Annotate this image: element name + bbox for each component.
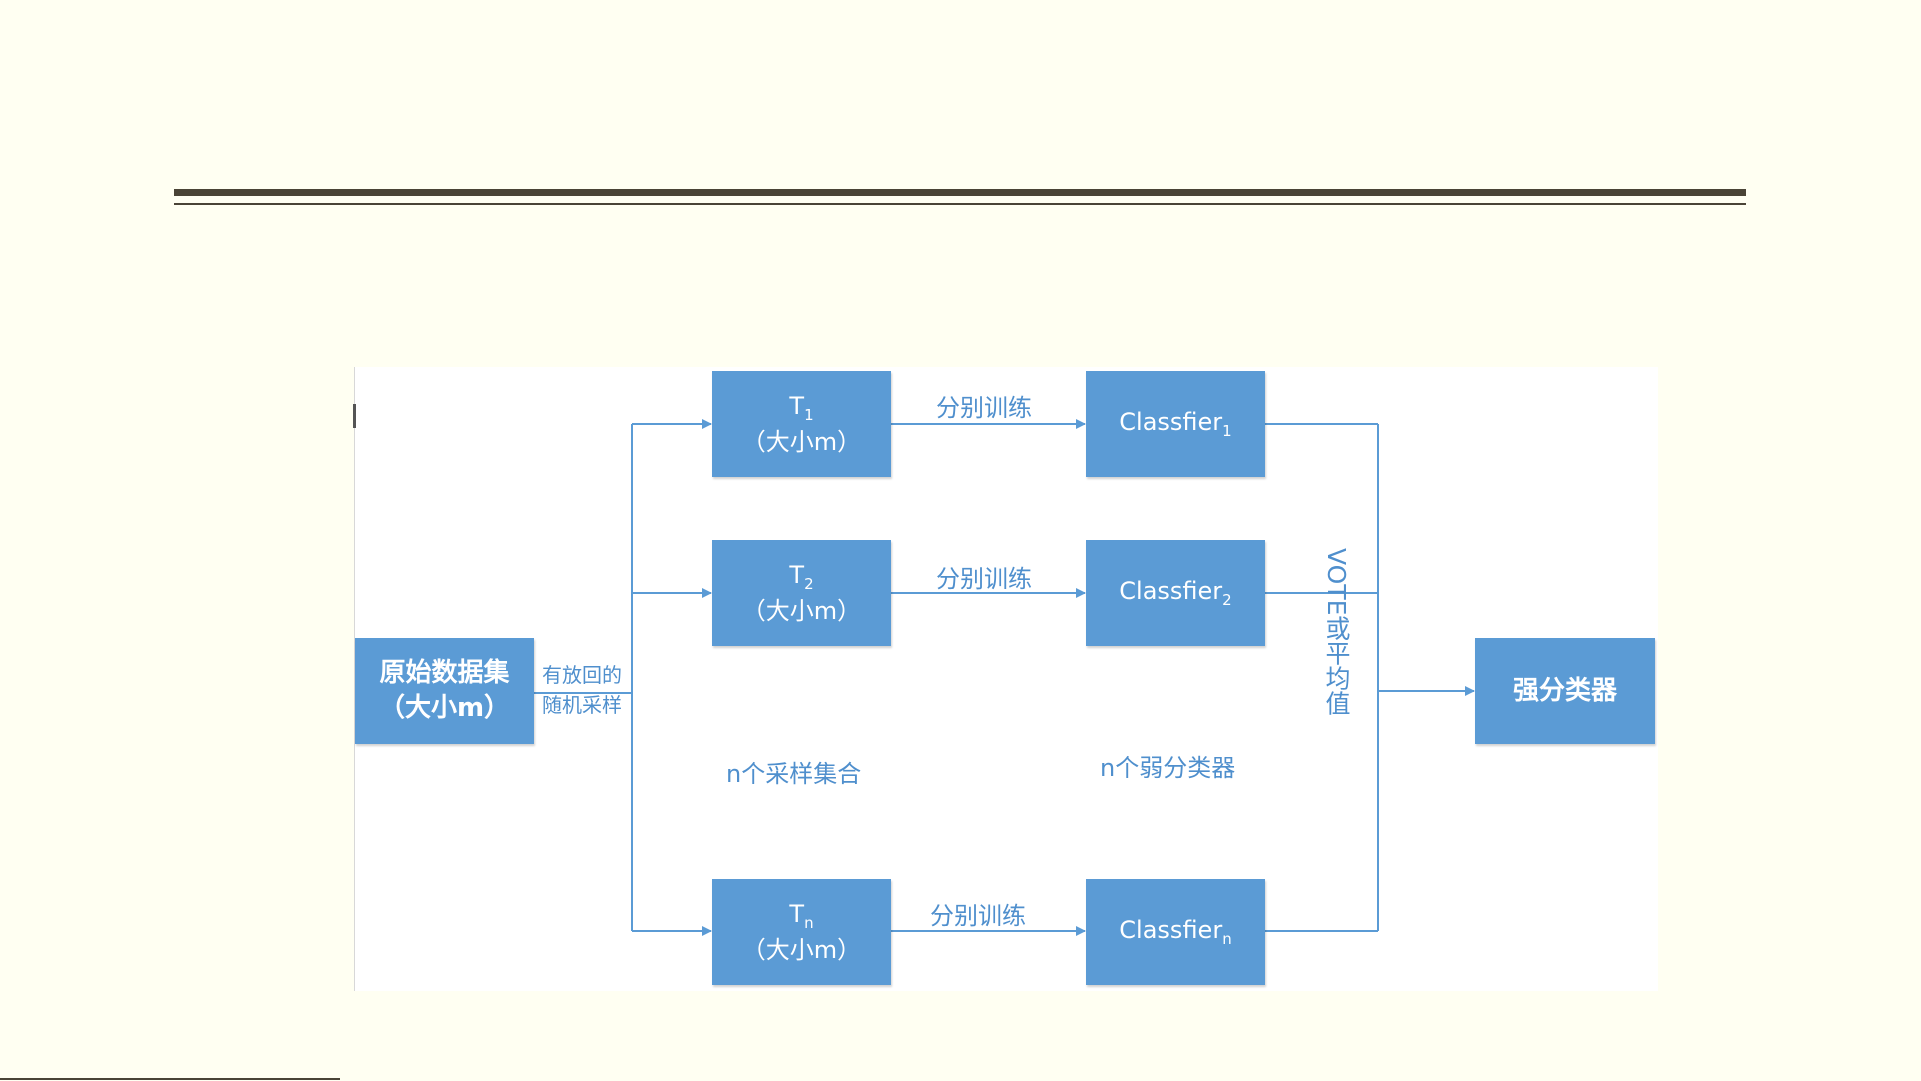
sample-box-2-subscript: 2	[804, 575, 814, 593]
footer-rule	[0, 1078, 340, 1080]
weak-classifier-caption: n个弱分类器	[1100, 748, 1235, 783]
vote-label: VOTE或平均值	[1318, 548, 1354, 724]
classifier-box-2-subscript: 2	[1222, 591, 1232, 609]
source-dataset-size: （大小m）	[379, 691, 510, 726]
sample-box-n-size: （大小m）	[742, 934, 861, 967]
sample-box-1-title: T1	[789, 390, 813, 426]
classifier-box-2: Classfier2	[1086, 540, 1265, 646]
classifier-box-1-subscript: 1	[1222, 422, 1232, 440]
sample-box-2-size: （大小m）	[742, 595, 861, 628]
source-dataset-title: 原始数据集	[379, 656, 509, 691]
source-dataset-box: 原始数据集 （大小m）	[355, 638, 534, 744]
sample-set-caption: n个采样集合	[726, 754, 861, 789]
sample-box-n-title: Tn	[789, 898, 813, 934]
sample-box-2-title: T2	[789, 559, 813, 595]
sample-box-1-subscript: 1	[804, 406, 814, 424]
sample-box-1-size: （大小m）	[742, 426, 861, 459]
sampling-label-line2: 随机采样	[542, 690, 622, 720]
classifier-box-n: Classfiern	[1086, 879, 1265, 985]
classifier-box-2-title: Classfier2	[1119, 575, 1231, 611]
train-label-n: 分别训练	[930, 896, 1026, 931]
strong-classifier-label: 强分类器	[1513, 674, 1617, 709]
train-label-1: 分别训练	[936, 388, 1032, 423]
sample-box-n-subscript: n	[804, 914, 814, 932]
sample-box-n: Tn （大小m）	[712, 879, 891, 985]
classifier-box-n-title: Classfiern	[1119, 914, 1231, 950]
sample-box-2: T2 （大小m）	[712, 540, 891, 646]
classifier-box-1: Classfier1	[1086, 371, 1265, 477]
classifier-box-n-subscript: n	[1222, 930, 1232, 948]
sampling-label: 有放回的 随机采样	[542, 660, 622, 720]
train-label-2: 分别训练	[936, 559, 1032, 594]
classifier-box-1-title: Classfier1	[1119, 406, 1231, 442]
sampling-label-line1: 有放回的	[542, 660, 622, 690]
sample-box-1: T1 （大小m）	[712, 371, 891, 477]
strong-classifier-box: 强分类器	[1475, 638, 1655, 744]
